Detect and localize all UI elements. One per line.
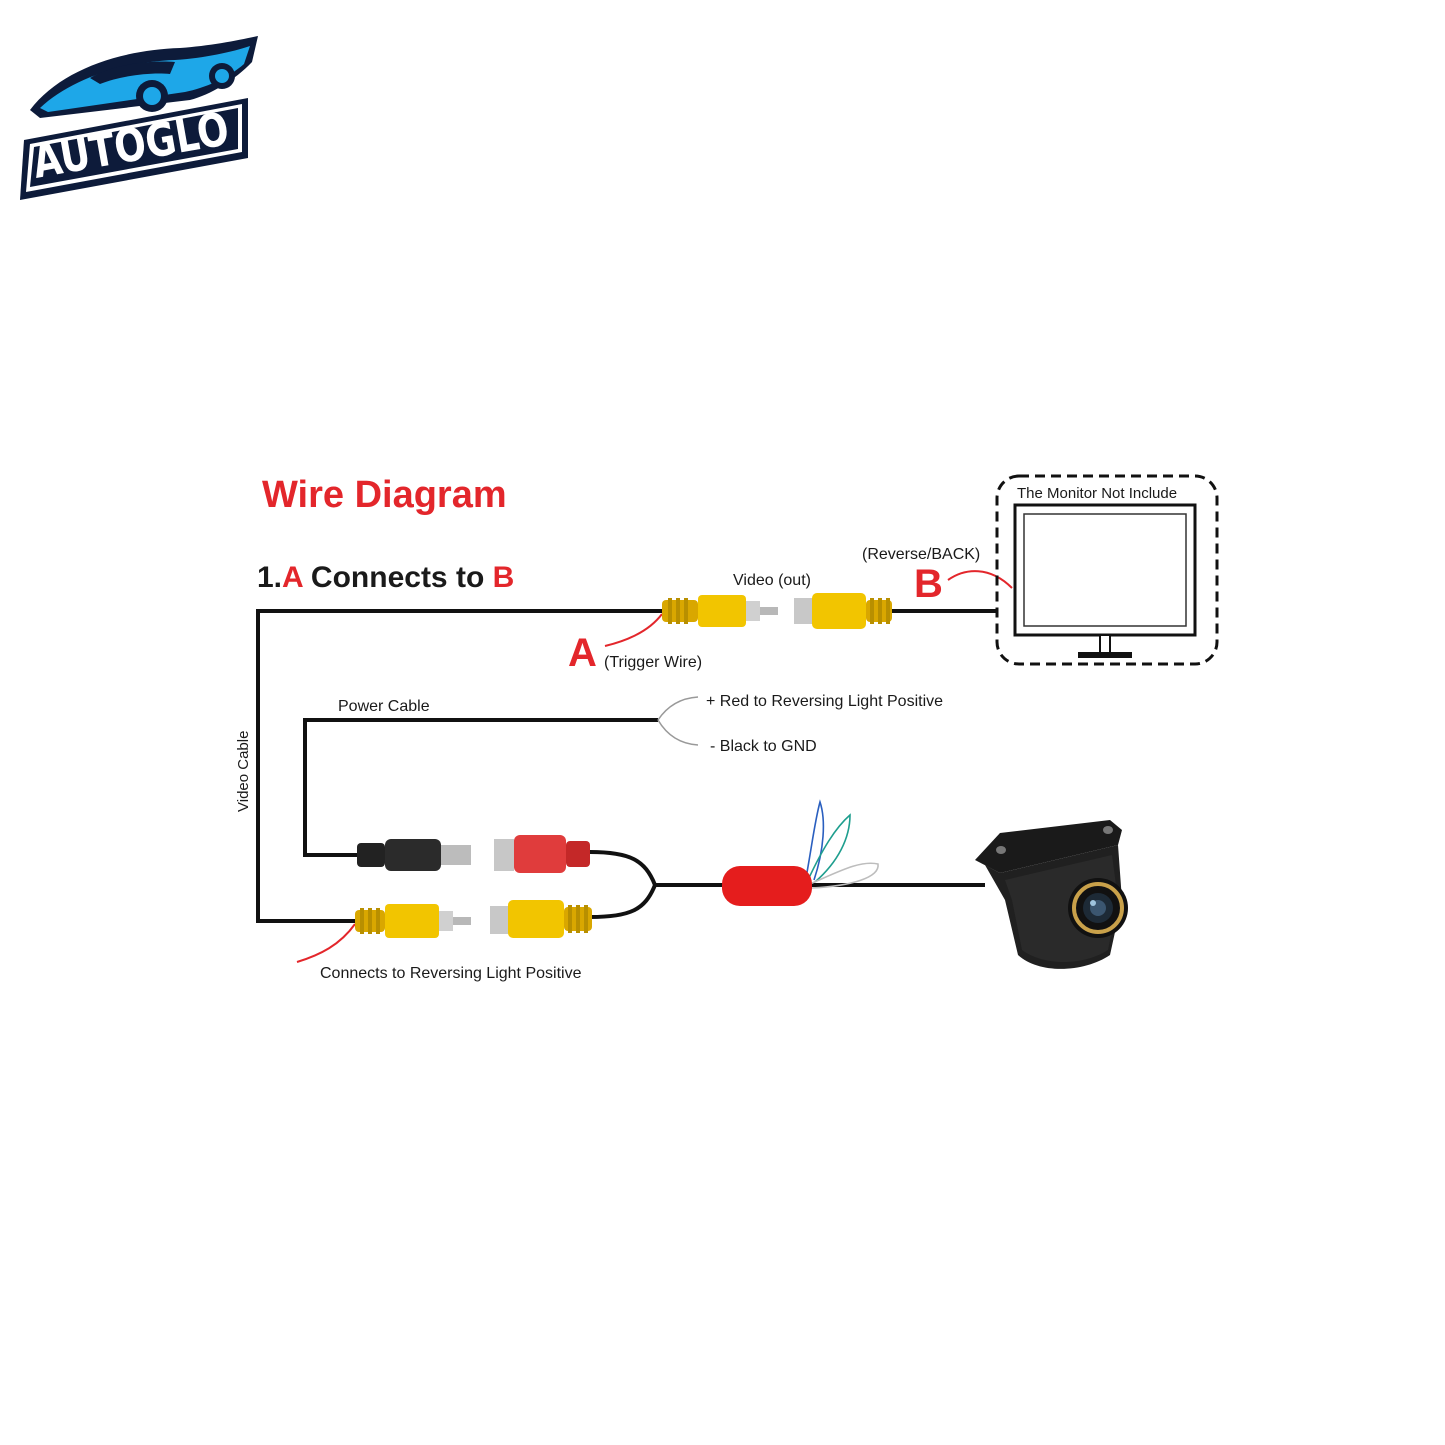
step-middle: Connects to — [303, 561, 493, 594]
rca-female-camera-connector — [490, 900, 592, 938]
black-wire-label: - Black to GND — [710, 738, 817, 755]
sports-car-icon — [30, 36, 258, 118]
video-out-label: Video (out) — [733, 572, 811, 589]
red-wire-lead — [657, 696, 699, 721]
harness-yellow-branch — [589, 884, 657, 919]
loose-wire-bundle — [805, 799, 879, 889]
harness-red-branch — [589, 850, 657, 886]
rca-female-video-connector — [794, 593, 892, 629]
reversing-light-label: Connects to Reversing Light Positive — [320, 965, 582, 982]
reverse-back-label: (Reverse/BACK) — [862, 546, 980, 563]
trigger-wire-label: (Trigger Wire) — [604, 654, 702, 671]
red-wire-label: + Red to Reversing Light Positive — [706, 693, 943, 710]
step-number: 1. — [257, 561, 282, 594]
video-cable-label: Video Cable — [235, 731, 252, 812]
reversing-light-pointer — [296, 923, 356, 963]
step-from-a: A — [282, 561, 303, 594]
label-a: A — [568, 631, 597, 675]
rca-male-trigger-connector — [662, 595, 778, 627]
video-cable-wire — [256, 609, 662, 923]
trigger-pointer — [604, 613, 663, 647]
wire-junction — [722, 866, 812, 906]
reversing-camera-icon — [975, 820, 1128, 969]
power-cable-label: Power Cable — [338, 698, 430, 715]
step-to-b: B — [493, 561, 515, 594]
monitor-note: The Monitor Not Include — [1017, 485, 1177, 502]
autoglo-logo: AUTOGLO AUSTRALIA — [20, 36, 258, 200]
label-b: B — [914, 562, 943, 606]
monitor-illustration — [995, 474, 1219, 666]
rca-male-reversing-connector — [355, 904, 471, 938]
dc-power-jack — [494, 835, 590, 873]
reverse-pointer — [947, 570, 1013, 589]
dc-power-plug — [357, 839, 471, 871]
power-cable-wire — [303, 718, 658, 857]
black-wire-lead — [657, 719, 699, 746]
step-heading: 1.A Connects to B — [257, 561, 514, 594]
diagram-title: Wire Diagram — [262, 474, 507, 516]
